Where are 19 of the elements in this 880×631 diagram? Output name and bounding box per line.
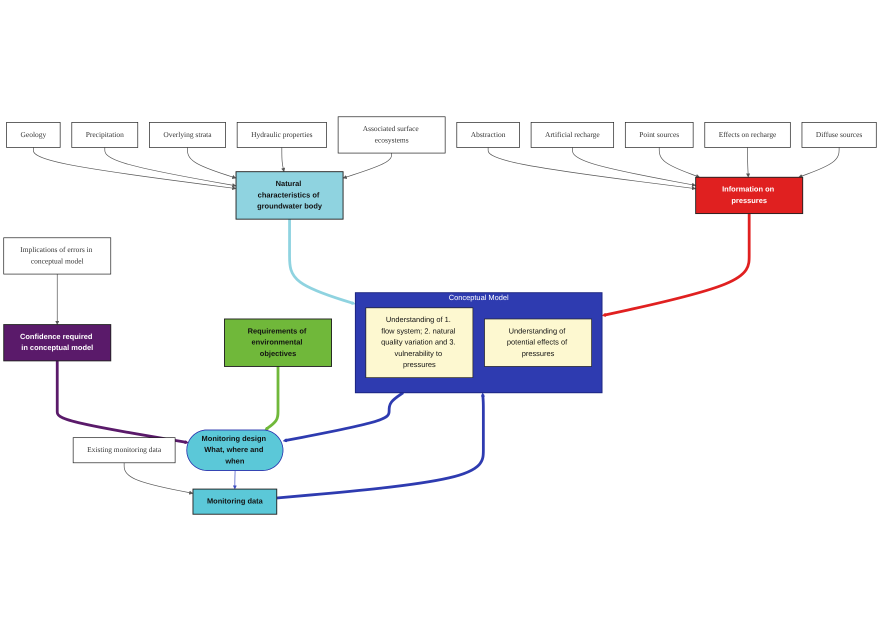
arrow xyxy=(33,147,236,190)
arrow xyxy=(798,147,840,178)
arrow xyxy=(288,219,356,305)
arrow xyxy=(232,470,237,490)
arrow xyxy=(602,214,751,317)
arrow xyxy=(104,147,236,188)
arrow xyxy=(281,147,286,172)
arrow xyxy=(124,462,194,495)
arrow xyxy=(56,360,189,444)
arrow xyxy=(488,147,696,190)
arrow xyxy=(55,274,60,325)
arrow xyxy=(264,366,280,430)
arrow xyxy=(187,147,236,179)
arrow xyxy=(746,147,750,178)
arrow xyxy=(342,152,392,179)
arrow xyxy=(282,392,404,442)
arrow xyxy=(276,392,485,500)
arrow xyxy=(572,147,696,187)
arrow xyxy=(658,147,700,178)
